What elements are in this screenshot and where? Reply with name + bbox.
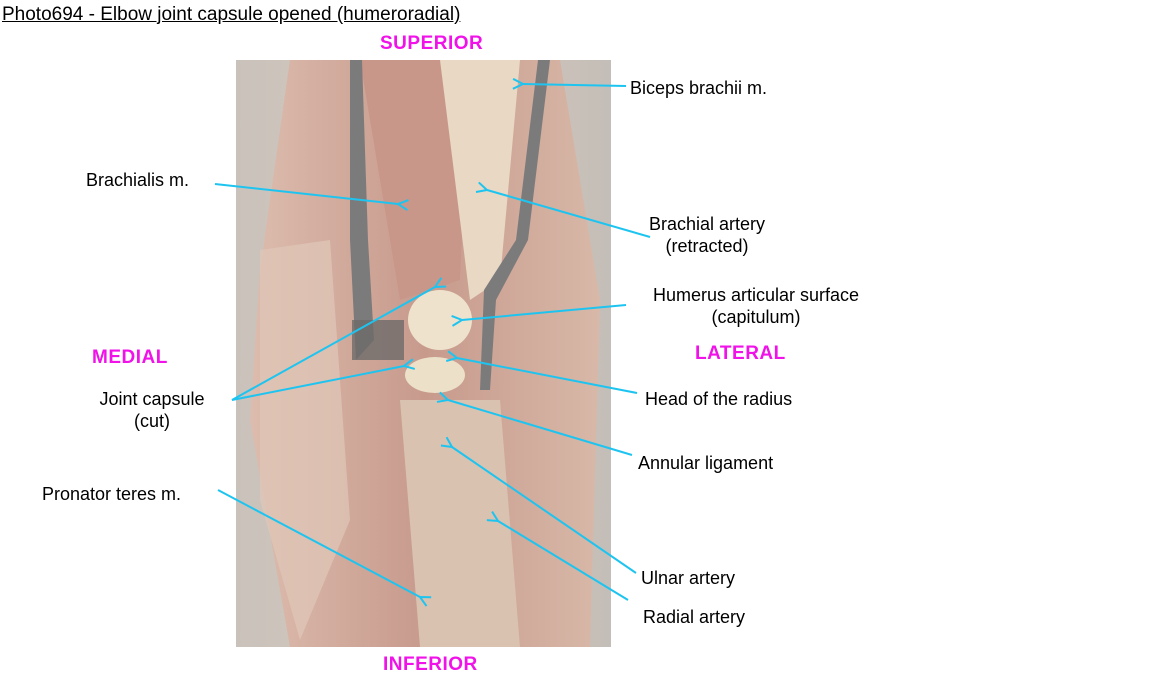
figure-title: Photo694 - Elbow joint capsule opened (h… <box>2 4 461 25</box>
label-line: (retracted) <box>665 236 749 256</box>
leader-biceps <box>523 84 627 86</box>
label-joint-capsule: Joint capsule (cut) <box>88 388 216 432</box>
label-line: Brachial artery <box>648 214 766 234</box>
dissection-photo <box>236 60 611 647</box>
direction-medial: MEDIAL <box>92 347 168 368</box>
leader-pronator <box>217 489 420 597</box>
leader-annular <box>448 400 633 456</box>
label-humerus: Humerus articular surface (capitulum) <box>630 284 882 328</box>
leader-brachial-artery <box>487 190 651 238</box>
leader-head-radius <box>457 358 638 394</box>
label-brachialis: Brachialis m. <box>86 170 190 190</box>
direction-superior: SUPERIOR <box>380 33 484 54</box>
label-radial: Radial artery <box>643 607 746 627</box>
leader-lines <box>214 84 651 601</box>
leader-ulnar <box>452 447 637 574</box>
direction-inferior: INFERIOR <box>383 654 478 675</box>
label-line: (cut) <box>134 411 170 431</box>
label-head-radius: Head of the radius <box>645 389 793 409</box>
leader-joint-capsule-upper <box>231 287 435 401</box>
leader-humerus <box>462 304 627 320</box>
label-line: (capitulum) <box>711 307 801 327</box>
leader-joint-capsule-lower <box>231 366 404 401</box>
label-pronator: Pronator teres m. <box>42 484 182 504</box>
label-ulnar: Ulnar artery <box>641 568 736 588</box>
label-line: Joint capsule <box>99 389 205 409</box>
leader-brachialis <box>214 183 398 204</box>
label-brachial-artery: Brachial artery (retracted) <box>637 213 777 257</box>
leader-radial <box>498 521 629 601</box>
label-line: Humerus articular surface <box>652 285 860 305</box>
direction-lateral: LATERAL <box>695 343 786 364</box>
label-annular: Annular ligament <box>638 453 774 473</box>
label-biceps: Biceps brachii m. <box>630 78 768 98</box>
